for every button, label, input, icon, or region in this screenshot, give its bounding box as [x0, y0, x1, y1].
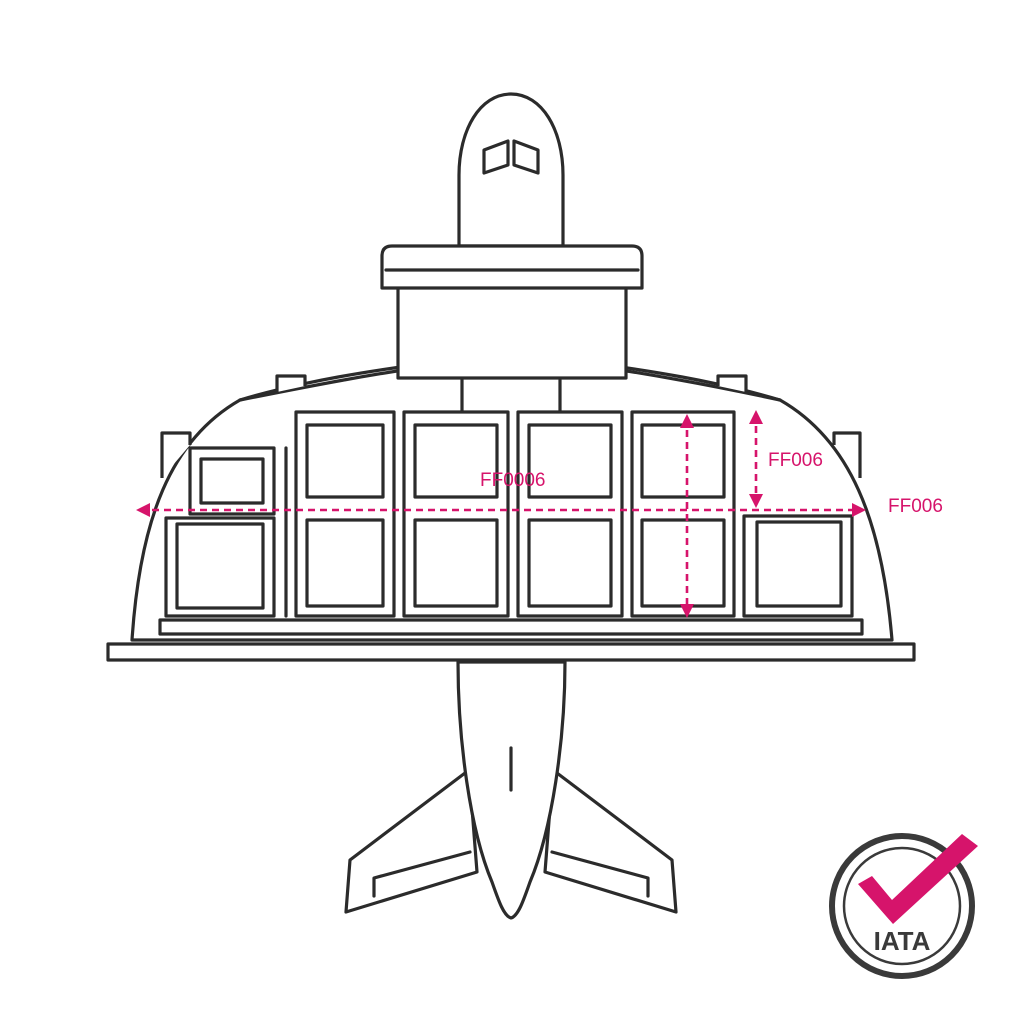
- uld-window: [755, 520, 843, 608]
- uld-containers: [164, 410, 854, 618]
- dimension-lines: FF0006 FF006 FF006: [136, 410, 943, 618]
- outer-dimension-label: FF006: [888, 496, 943, 517]
- arrowhead-up: [749, 410, 763, 424]
- uld-window: [175, 522, 265, 610]
- main-deck-plate: [106, 642, 916, 662]
- cargo-hatch-body: [396, 284, 628, 380]
- cockpit-window-icon: [482, 139, 540, 175]
- iata-badge: IATA: [829, 833, 978, 979]
- uld-window: [413, 423, 499, 499]
- uld-container: [402, 410, 510, 618]
- arrowhead-left: [136, 503, 150, 517]
- cargo-hatch-lid: [380, 244, 644, 290]
- width-dimension-label: FF0006: [480, 470, 545, 491]
- arrowhead-down: [680, 604, 694, 618]
- badge-label: IATA: [874, 926, 931, 956]
- uld-container: [630, 410, 736, 618]
- uld-window: [413, 518, 499, 608]
- height-dimension-label: FF006: [768, 450, 823, 471]
- uld-container: [516, 410, 624, 618]
- uld-window: [199, 457, 265, 505]
- uld-window: [527, 518, 613, 608]
- dome-tab: [275, 374, 307, 392]
- arrowhead-right: [852, 503, 866, 517]
- tail-stabilizer-inner-left: [372, 850, 472, 898]
- dome-side-post-left: [160, 431, 192, 478]
- arrowhead-down: [749, 494, 763, 508]
- dome-tab: [716, 374, 748, 392]
- arrowhead-up: [680, 414, 694, 428]
- uld-window: [527, 423, 613, 499]
- tail-stabilizer-left: [344, 768, 479, 914]
- dome-side-post-right: [832, 431, 862, 478]
- fuselage-nose: [457, 92, 565, 248]
- tail-stabilizer-inner-right: [550, 850, 650, 898]
- uld-window: [305, 423, 385, 499]
- cargo-floor: [158, 618, 864, 636]
- tail-stabilizer-right: [543, 768, 678, 914]
- uld-window: [305, 518, 385, 608]
- uld-container: [294, 410, 396, 618]
- uld-container: [164, 516, 276, 618]
- checkmark-icon: [858, 834, 978, 924]
- uld-container: [742, 514, 854, 618]
